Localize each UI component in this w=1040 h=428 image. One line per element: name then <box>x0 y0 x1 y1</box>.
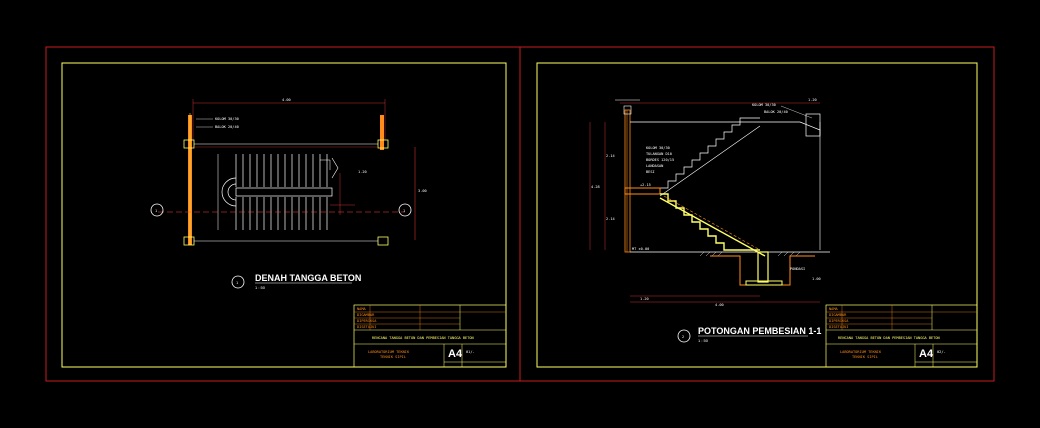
svg-text:DIPERIKSA: DIPERIKSA <box>829 319 849 323</box>
view-number-circle-1 <box>231 275 245 289</box>
stair-section: 1.20 +2.15 MT ±0.00 PON <box>589 98 830 307</box>
sec-note-top-2: BALOK 20/40 <box>764 110 788 114</box>
sheet1-frame <box>61 62 507 368</box>
sheet2-border <box>519 46 995 382</box>
sec-note-left-3: BORDES 120/15 <box>646 158 674 162</box>
sec-dim-bottom-left: 1.20 <box>640 297 649 301</box>
block-title-1: RENCANA TANGGA BETON DAN PEMBESIAN TANGG… <box>372 336 474 340</box>
sec-note-left-4: LANDASAN <box>646 164 663 168</box>
block-unit-1: LABORATORIUM TEKNIK <box>368 350 410 354</box>
view-title-2: POTONGAN PEMBESIAN 1-1 <box>698 326 821 336</box>
dim-right: 3.00 <box>418 189 427 193</box>
block-sheet-no-2: 02/- <box>937 350 946 354</box>
view-scale-1: 1 : 50 <box>255 285 266 290</box>
svg-text:DISETUJUI: DISETUJUI <box>357 325 376 329</box>
section-marker-right: 1 <box>403 209 405 213</box>
title-block-1: NAMA DIGAMBAR DIPERIKSA DISETUJUI RENCAN… <box>353 304 507 368</box>
sec-dim-bottom-right: 1.00 <box>812 277 821 281</box>
view-number-circle-2 <box>677 329 691 343</box>
view-number-1: 1 <box>236 281 238 285</box>
svg-text:DIGAMBAR: DIGAMBAR <box>357 313 375 317</box>
block-faculty-1: TEKNIK SIPIL <box>380 355 406 359</box>
sec-note-left-5: BESI <box>646 170 655 174</box>
dim-top: 4.00 <box>282 98 291 102</box>
sec-note-left-1: KOLOM 30/30 <box>646 146 670 150</box>
footing-label: PONDASI <box>790 267 805 271</box>
plan-note-1: KOLOM 30/30 <box>215 117 239 121</box>
sec-note-left-2: TULANGAN D10 <box>646 152 672 156</box>
sec-dim-left-total: 4.28 <box>591 185 600 189</box>
floor-level: +2.15 <box>640 183 651 187</box>
sec-dim-bottom-total: 4.00 <box>715 303 724 307</box>
stair-plan: 4.00 <box>150 98 427 246</box>
dim-inner: 1.20 <box>358 170 367 174</box>
plan-note-2: BALOK 20/40 <box>215 125 239 129</box>
svg-text:NAMA: NAMA <box>829 307 838 311</box>
svg-text:DIPERIKSA: DIPERIKSA <box>357 319 377 323</box>
block-sheet-no-1: 01/- <box>466 350 475 354</box>
sec-dim-top: 1.20 <box>808 98 817 102</box>
section-marker-left: 1 <box>155 209 157 213</box>
svg-text:NAMA: NAMA <box>357 307 366 311</box>
view-title-1: DENAH TANGGA BETON <box>255 273 361 283</box>
sec-note-top-1: KOLOM 30/30 <box>752 103 776 107</box>
view-number-2: 2 <box>682 335 684 339</box>
sec-dim-left-upper: 2.14 <box>606 154 615 158</box>
svg-text:DISETUJUI: DISETUJUI <box>829 325 848 329</box>
ground-level: MT ±0.00 <box>632 247 649 251</box>
block-unit-2: LABORATORIUM TEKNIK <box>840 350 882 354</box>
block-sheet-1: A4 <box>448 348 463 360</box>
block-sheet-2: A4 <box>919 348 934 360</box>
block-faculty-2: TEKNIK SIPIL <box>852 355 878 359</box>
sec-dim-left-lower: 2.14 <box>606 217 615 221</box>
title-block-2: NAMA DIGAMBAR DIPERIKSA DISETUJUI RENCAN… <box>825 304 978 368</box>
sheet2-frame <box>536 62 978 368</box>
svg-text:DIGAMBAR: DIGAMBAR <box>829 313 847 317</box>
block-title-2: RENCANA TANGGA BETON DAN PEMBESIAN TANGG… <box>838 336 940 340</box>
view-scale-2: 1 : 50 <box>698 338 709 343</box>
